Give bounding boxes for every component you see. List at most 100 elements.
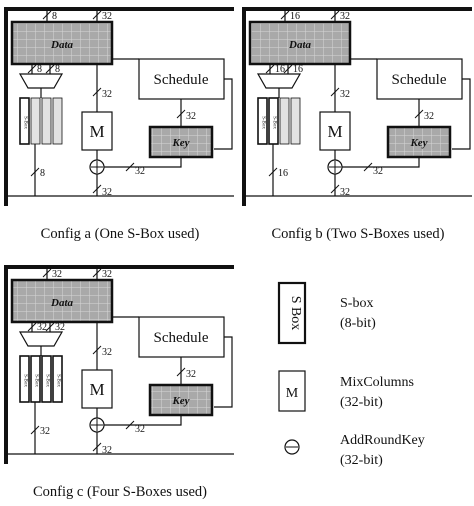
bus-width-mark (363, 162, 373, 172)
bus-width-label: 8 (55, 64, 60, 75)
schedule-label: Schedule (154, 330, 209, 346)
bus-width-label: 16 (293, 64, 303, 75)
legend-sbox-bits: (8-bit) (340, 316, 376, 331)
bus-width-mark (27, 322, 37, 332)
mux (18, 331, 64, 347)
config-caption: Config c (Four S-Boxes used) (33, 484, 207, 500)
legend-sbox-name: S-box (340, 296, 373, 311)
data-register (10, 278, 114, 324)
bus-width-mark (330, 184, 340, 194)
bus-width-label: 32 (373, 166, 383, 177)
bus-width-mark (92, 184, 102, 194)
bus-width-mark (176, 367, 186, 377)
sbox-label: S-Box (45, 374, 50, 387)
bus-width-mark (330, 10, 340, 20)
mux (256, 73, 302, 89)
bus-width-label: 32 (186, 369, 196, 380)
bus-width-label: 32 (340, 89, 350, 100)
bus-width-label: 16 (275, 64, 285, 75)
sbox (41, 97, 52, 145)
bus-width-label: 8 (37, 64, 42, 75)
legend-sbox-symbol (277, 281, 307, 345)
key-label: Key (171, 395, 189, 407)
key-feedback-wire (214, 78, 233, 150)
sbox-label: S-Box (272, 116, 277, 129)
bus-width-label: 32 (102, 269, 112, 280)
bus-width-label: 32 (102, 89, 112, 100)
sbox (290, 97, 301, 145)
bus-width-mark (92, 10, 102, 20)
bus-width-mark (30, 425, 40, 435)
bus-width-mark (268, 167, 278, 177)
bus-width-label: 32 (135, 424, 145, 435)
bus-width-mark (125, 420, 135, 430)
key-label: Key (171, 137, 189, 149)
legend-mix-symbol (278, 370, 306, 412)
config-caption: Config b (Two S-Boxes used) (272, 226, 445, 242)
mixcolumns-block (81, 111, 113, 151)
bus-width-label: 32 (52, 269, 62, 280)
sbox (19, 97, 30, 145)
sbox-label: S-Box (34, 374, 39, 387)
bus-width-label: 32 (424, 111, 434, 122)
schedule-label: Schedule (392, 72, 447, 88)
data-label: Data (50, 39, 74, 51)
bus-width-mark (27, 64, 37, 74)
bus-width-label: 32 (186, 111, 196, 122)
bus-width-mark (283, 64, 293, 74)
bus-width-label: 32 (37, 322, 47, 333)
bus-width-mark (414, 109, 424, 119)
frame-border (4, 265, 234, 464)
sbox (257, 97, 268, 145)
bus-width-label: 32 (102, 11, 112, 22)
sbox (30, 97, 41, 145)
sbox (41, 355, 52, 403)
bus-width-mark (265, 64, 275, 74)
key-feedback-wire (452, 78, 471, 150)
frame-border (4, 7, 234, 206)
data-label: Data (288, 39, 312, 51)
legend-mix-bits: (32-bit) (340, 395, 383, 410)
sbox (52, 355, 63, 403)
bus-width-label: 16 (290, 11, 300, 22)
schedule-block (376, 58, 463, 100)
legend-ark-bits: (32-bit) (340, 453, 383, 468)
bus-width-label: 32 (135, 166, 145, 177)
bus-width-label: 32 (55, 322, 65, 333)
bus-width-mark (176, 109, 186, 119)
mixcolumns-block (319, 111, 351, 151)
mixcolumns-block (81, 369, 113, 409)
legend-mix-name: MixColumns (340, 375, 414, 390)
bus-width-label: 32 (102, 187, 112, 198)
mixcolumns-label: M (89, 380, 104, 399)
bus-width-mark (42, 10, 52, 20)
mux (18, 73, 64, 89)
sbox-label: S-Box (56, 374, 61, 387)
bus-width-mark (42, 268, 52, 278)
bus-width-label: 32 (102, 445, 112, 456)
bus-width-mark (92, 442, 102, 452)
legend-sbox-symbol-text: S Box (288, 296, 303, 331)
data-register (248, 20, 352, 66)
sbox (279, 97, 290, 145)
sbox (52, 97, 63, 145)
sbox-label: S-Box (23, 116, 28, 129)
bus-width-label: 32 (340, 187, 350, 198)
data-register (10, 20, 114, 66)
bus-width-label: 32 (102, 347, 112, 358)
bus-width-label: 8 (40, 168, 45, 179)
mixcolumns-label: M (89, 122, 104, 141)
config-caption: Config a (One S-Box used) (41, 226, 200, 242)
bus-width-mark (92, 268, 102, 278)
key-label: Key (409, 137, 427, 149)
bus-width-mark (280, 10, 290, 20)
bus-width-mark (45, 64, 55, 74)
frame-border (242, 7, 472, 206)
sbox-label: S-Box (23, 374, 28, 387)
bus-width-label: 16 (278, 168, 288, 179)
bus-width-mark (92, 87, 102, 97)
